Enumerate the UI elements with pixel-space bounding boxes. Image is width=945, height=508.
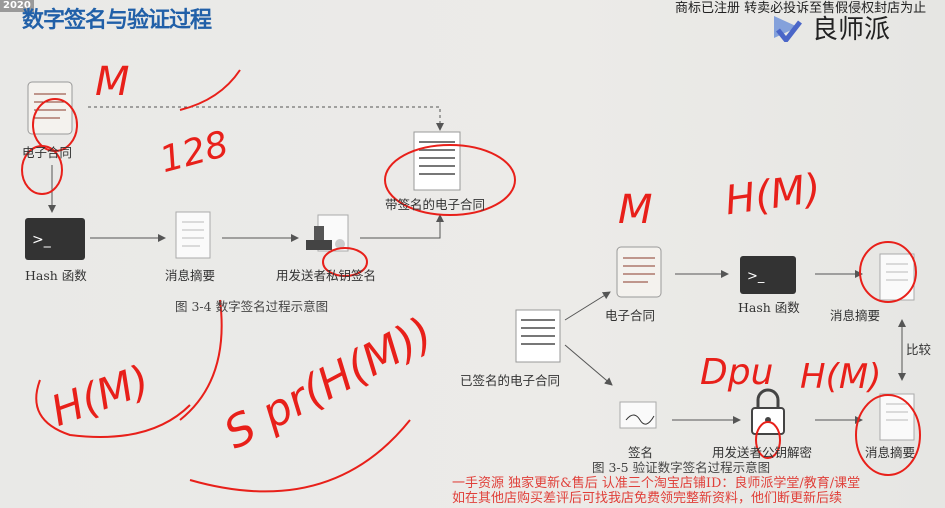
terminal-icon: >_ <box>740 256 796 294</box>
annotation-dpu: Dpu <box>700 352 774 393</box>
signed-document-icon <box>515 309 561 363</box>
label-decrypt: 用发送者公钥解密 <box>712 445 813 460</box>
signed-document-icon <box>413 131 461 191</box>
label-compare: 比较 <box>906 342 932 357</box>
label-signature: 签名 <box>628 445 654 460</box>
label-contract: 电子合同 <box>605 308 656 323</box>
label-digest: 消息摘要 <box>830 308 881 323</box>
annotation-m: M <box>95 59 130 105</box>
signature-icon <box>619 401 657 429</box>
watermark-line-2: 如在其他店购买差评后可找我店免费领完整新资料，他们断更新后续 <box>452 491 843 506</box>
label-digest: 消息摘要 <box>865 445 916 460</box>
label-signed-contract: 已签名的电子合同 <box>460 373 561 388</box>
svg-text:>_: >_ <box>747 269 765 284</box>
scroll-icon <box>616 246 662 298</box>
label-hash: Hash 函数 <box>738 300 800 315</box>
label-hash: Hash 函数 <box>25 268 87 283</box>
annotation-m2: M <box>618 187 653 233</box>
logo-icon <box>774 16 802 42</box>
document-icon <box>175 211 211 259</box>
label-contract: 电子合同 <box>22 145 73 160</box>
label-digest: 消息摘要 <box>165 268 216 283</box>
year-badge: 2020 <box>0 0 34 12</box>
annotation-hm-bottom: H(M) <box>800 357 882 397</box>
svg-text:>_: >_ <box>32 232 52 248</box>
handwriting-strokes <box>21 69 921 493</box>
stamp-icon <box>306 214 349 252</box>
caption-fig-3-5: 图 3-5 验证数字签名过程示意图 <box>592 460 771 475</box>
lock-icon <box>751 388 785 435</box>
caption-fig-3-4: 图 3-4 数字签名过程示意图 <box>175 299 329 314</box>
watermark-line-1: 一手资源 独家更新&售后 认准三个淘宝店铺ID：良师派学堂/教育/课堂 <box>452 476 861 491</box>
label-sign: 用发送者私钥签名 <box>276 268 377 283</box>
logo-text: 良师派 <box>812 15 891 45</box>
page-title: 数字签名与验证过程 <box>22 8 212 33</box>
scroll-icon <box>27 81 73 135</box>
document-icon <box>879 393 915 441</box>
terminal-icon: >_ <box>25 218 85 260</box>
label-signed-contract: 带签名的电子合同 <box>385 197 486 212</box>
trademark-notice: 商标已注册 转卖必投诉至售假侵权封店为止 <box>675 1 927 16</box>
